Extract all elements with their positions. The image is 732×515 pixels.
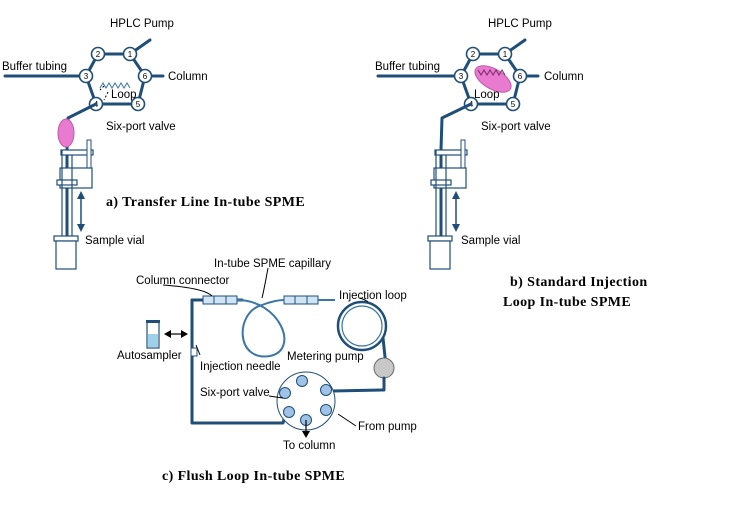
double-arrow-autosampler: [164, 330, 188, 338]
loop-dash: [99, 85, 109, 101]
valve-label-a: Six-port valve: [106, 121, 176, 133]
loop-label-a: Loop: [111, 89, 137, 101]
sample-vial-label-a: Sample vial: [85, 235, 144, 247]
loop-label-b: Loop: [474, 89, 500, 101]
caption-c: c) Flush Loop In-tube SPME: [162, 469, 345, 484]
port-6-label: 6: [143, 72, 148, 81]
pointer-injection-needle: [195, 344, 201, 356]
port-1: [122, 46, 138, 62]
panel-c: In-tube SPME capillary Column connector …: [117, 258, 417, 484]
port-5-b: [505, 96, 521, 112]
autosampler-assembly-b: [427, 139, 468, 270]
panel-b: 1 2 3 4 5 6 HPLC Pump Buffer tubing Colu…: [375, 18, 648, 310]
six-port-valve-b: 1 2 3 4 5 6: [453, 46, 528, 112]
port-6: [137, 68, 153, 84]
port-1-b: [497, 46, 513, 62]
port-2: [90, 46, 106, 62]
port-2-label: 2: [96, 50, 101, 59]
caption-b-line2: Loop In-tube SPME: [503, 295, 631, 310]
column-label-a: Column: [168, 71, 208, 83]
pointer-column-connector: [162, 284, 213, 297]
port-3-label-b: 3: [459, 72, 464, 81]
panel-a: 1 2 3 4 5 6 HP: [2, 18, 305, 270]
buffer-tubing-label-a: Buffer tubing: [2, 61, 67, 73]
port-5: [130, 96, 146, 112]
column-connector-label: Column connector: [136, 275, 229, 287]
column-connector-left: [202, 295, 238, 305]
up-down-arrow-a: [77, 191, 85, 232]
loop-coil: [99, 82, 131, 89]
hplc-pump-label-b: HPLC Pump: [488, 18, 552, 30]
loop-coil-b: [477, 69, 506, 76]
port-5-label-b: 5: [511, 100, 516, 109]
pointer-valve: [268, 395, 284, 399]
pointer-capillary: [261, 267, 269, 299]
pointer-injection-loop: [359, 297, 369, 303]
pointer-from-pump: [337, 413, 357, 427]
sample-vial-b: [429, 240, 451, 270]
spme-capillary-coil: [236, 299, 286, 358]
injection-loop-label: Injection loop: [339, 290, 407, 302]
port-5-label: 5: [136, 100, 141, 109]
valve-label-c: Six-port valve: [200, 387, 270, 399]
needle-tubing: [190, 298, 244, 368]
port-6-b: [512, 68, 528, 84]
six-port-valve-c: [276, 371, 336, 431]
metering-pump: [373, 357, 395, 379]
six-port-valve-a: 1 2 3 4 5 6: [78, 46, 153, 112]
port-6-label-b: 6: [518, 72, 523, 81]
column-label-b: Column: [544, 71, 584, 83]
port-2-b: [465, 46, 481, 62]
caption-b-line1: b) Standard Injection: [510, 275, 648, 290]
to-column-label: To column: [283, 440, 335, 452]
pump-to-valve: [330, 376, 386, 393]
buffer-tubing-label-b: Buffer tubing: [375, 61, 440, 73]
autosampler-vial: [146, 320, 160, 349]
transfer-line-b: [439, 102, 473, 264]
port-3-label: 3: [84, 72, 89, 81]
port-1-label: 1: [128, 50, 133, 59]
port-3: [78, 68, 94, 84]
capillary-label: In-tube SPME capillary: [214, 258, 331, 270]
injection-needle-label: Injection needle: [200, 361, 281, 373]
port-1-label-b: 1: [503, 50, 508, 59]
from-pump-label: From pump: [358, 421, 417, 433]
column-connector-right: [283, 295, 319, 305]
sample-vial-label-b: Sample vial: [461, 235, 520, 247]
port-3-b: [453, 68, 469, 84]
capillary-highlight: [57, 118, 75, 148]
port-2-label-b: 2: [471, 50, 476, 59]
injection-needle-tip: [190, 347, 198, 357]
valve-label-b: Six-port valve: [481, 121, 551, 133]
autosampler-label: Autosampler: [117, 350, 182, 362]
metering-pump-label: Metering pump: [287, 351, 364, 363]
sample-vial-a: [55, 240, 77, 270]
hplc-pump-label-a: HPLC Pump: [110, 18, 174, 30]
caption-a: a) Transfer Line In-tube SPME: [106, 195, 305, 210]
autosampler-assembly-a: [53, 139, 94, 270]
injection-loop-coil: [336, 300, 388, 352]
loop-highlight: [474, 65, 512, 93]
to-column-arrow: [302, 420, 310, 438]
up-down-arrow-b: [452, 191, 460, 232]
